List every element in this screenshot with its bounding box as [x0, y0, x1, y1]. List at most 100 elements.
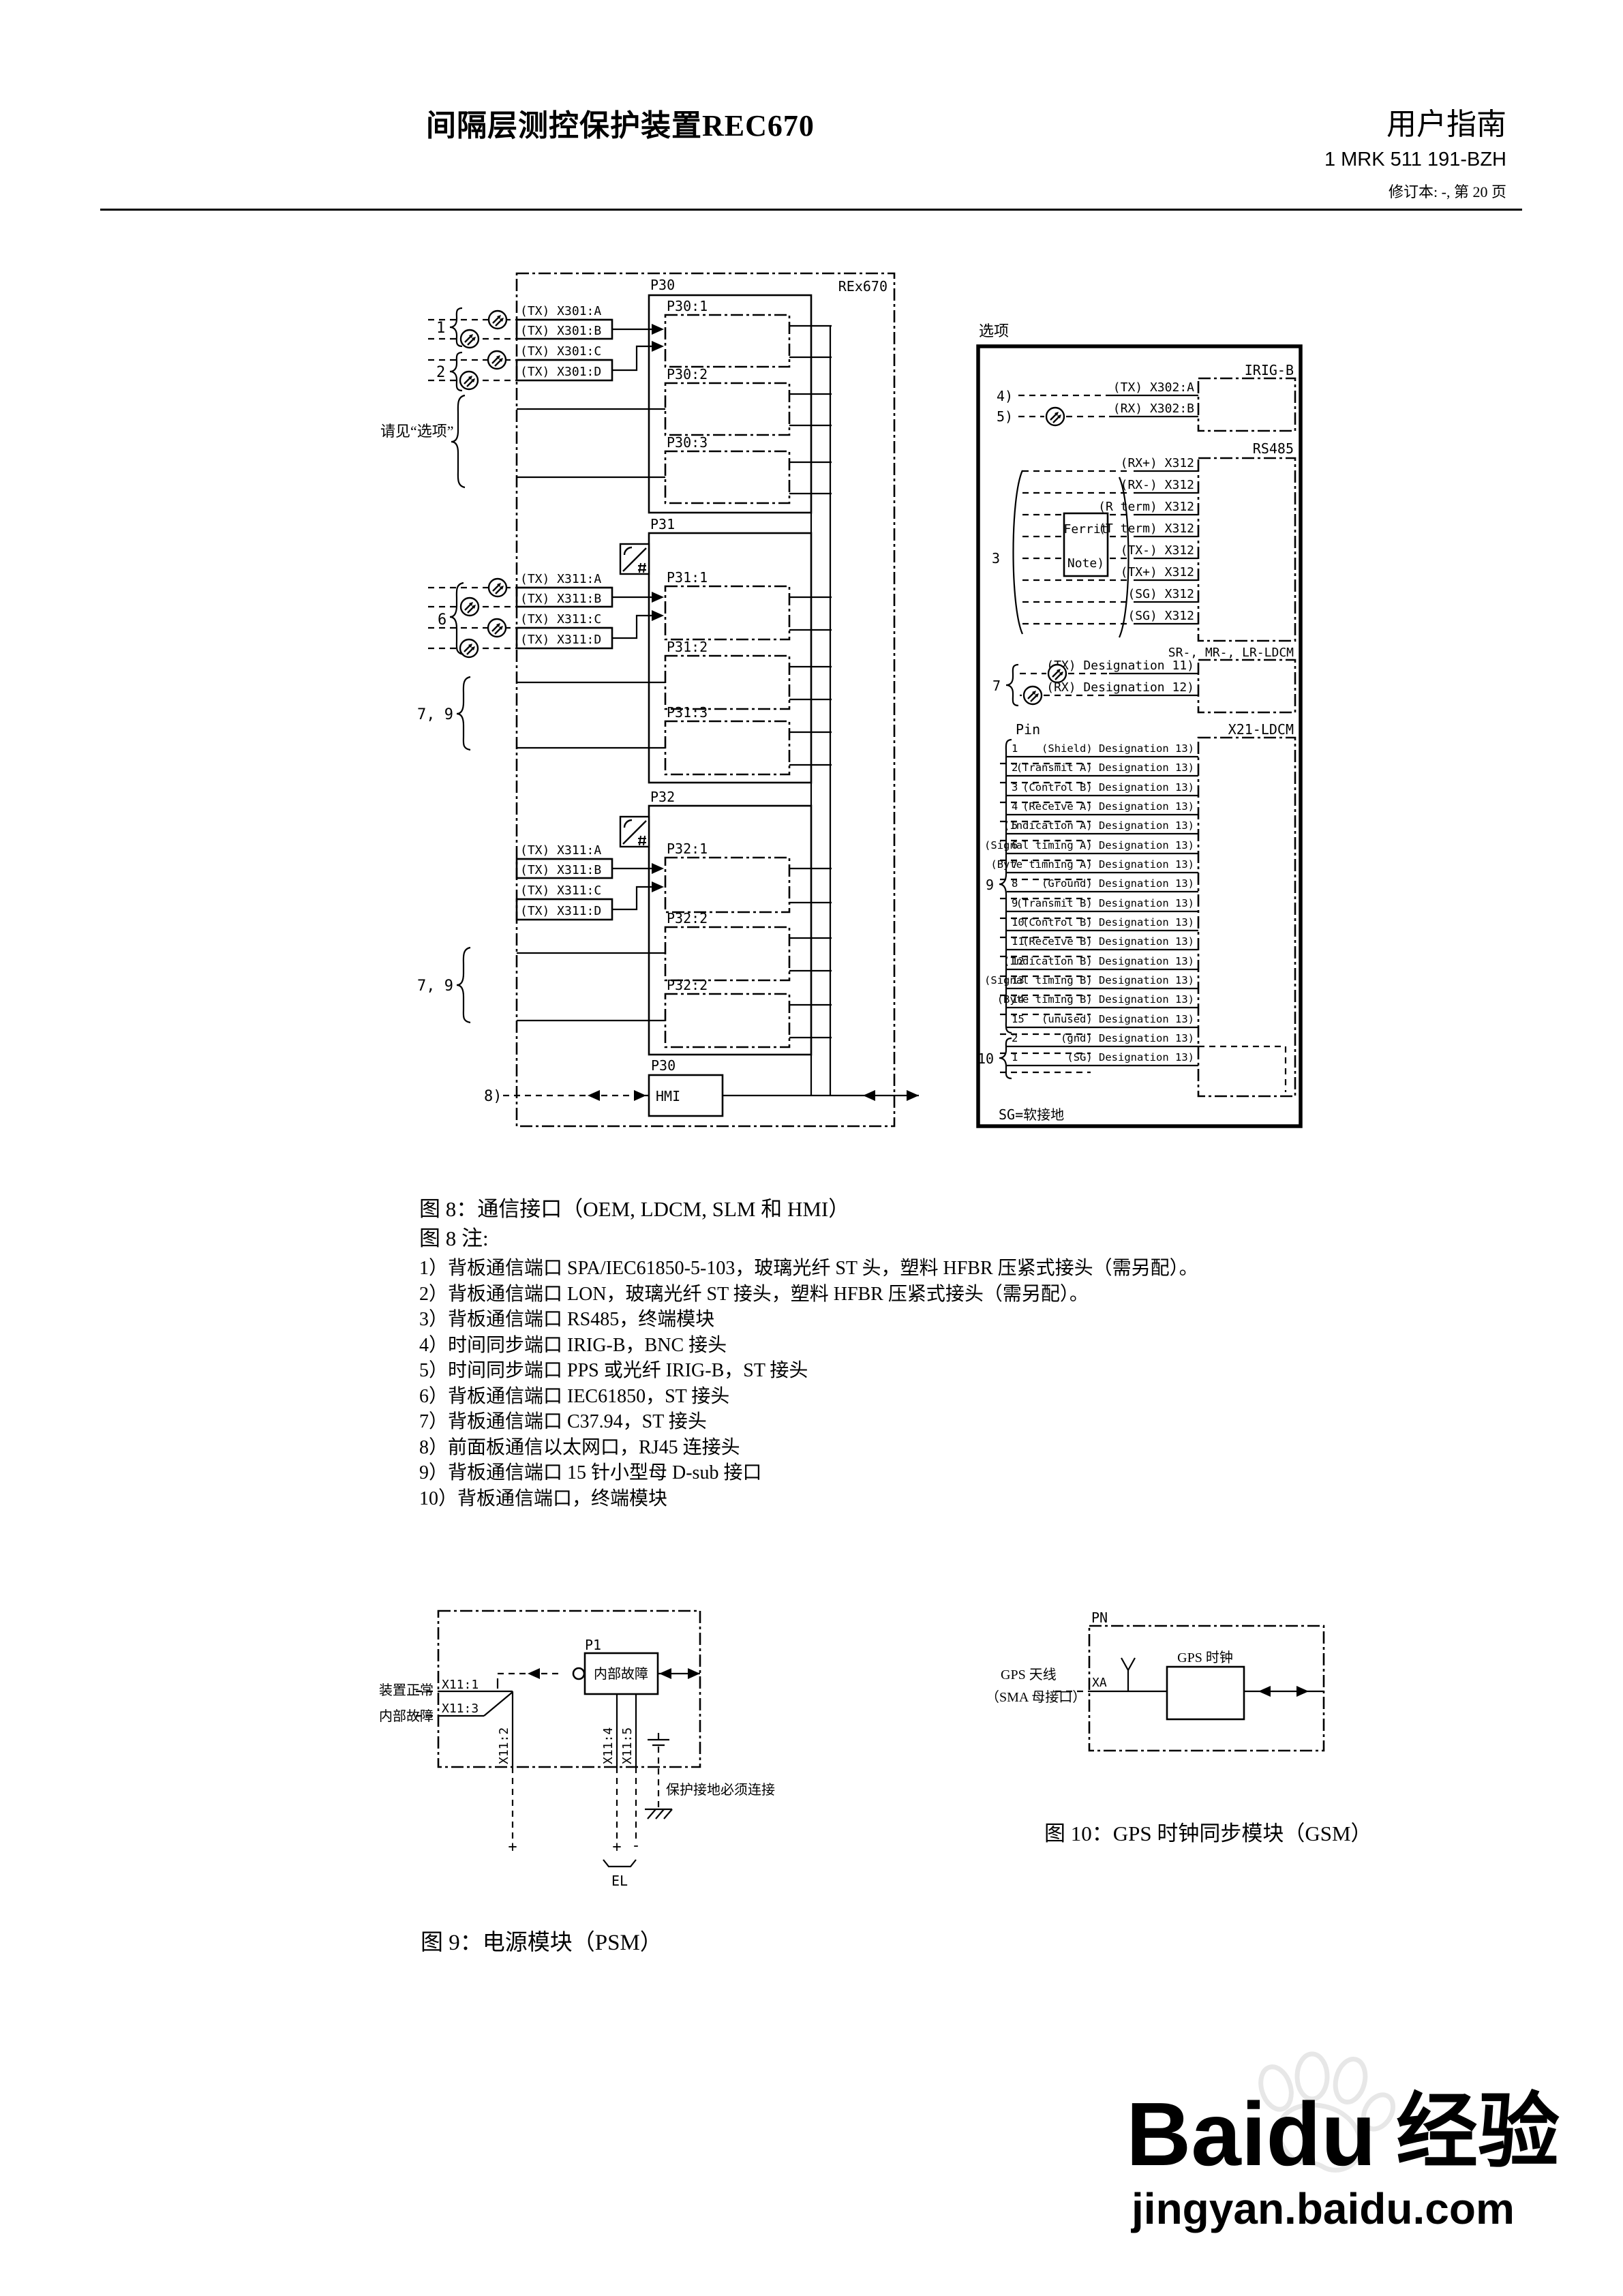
pin-number: 15: [1012, 1013, 1025, 1025]
pin-number: 13: [1012, 974, 1025, 986]
watermark-brand: Baidu: [1126, 2084, 1376, 2184]
figure8-caption: 图 8：通信接口（OEM, LDCM, SLM 和 HMI）: [419, 1197, 850, 1221]
doc-number: 1 MRK 511 191-BZH: [1324, 149, 1506, 170]
pin-label: (Ground) Designation 13): [1042, 877, 1194, 890]
terminal-label: XA: [1092, 1676, 1107, 1690]
tx-label: (TX) X311:B: [520, 592, 601, 606]
pin-number: 3: [1012, 781, 1018, 794]
polarity: +: [508, 1839, 517, 1856]
terminal-label: X11:2: [497, 1727, 511, 1764]
tx-label: (TX) X311:A: [520, 572, 601, 586]
note-item: 4）时间同步端口 IRIG-B，BNC 接头: [419, 1335, 727, 1356]
earth-symbol: [645, 1733, 673, 1819]
ref-number: 9: [986, 877, 994, 893]
pin-label: (Transmit A) Designation 13): [1016, 761, 1194, 774]
p30-2-box: [664, 382, 791, 436]
switch-contact: [483, 1691, 513, 1717]
cable-bracket-left: [1012, 470, 1024, 635]
brace-2: [449, 351, 463, 392]
brace-7-9: [456, 946, 471, 1024]
signal-label: (RX) X302:B: [1113, 402, 1194, 416]
note-item: 2）背板通信端口 LON，玻璃光纤 ST 接头，塑料 HFBR 压紧式接头（需另…: [419, 1284, 1089, 1305]
pin-number: 12: [1012, 955, 1025, 967]
port-label: P30:2: [667, 366, 708, 382]
pin-label: (unused) Designation 13): [1042, 1013, 1194, 1025]
watermark-url: jingyan.baidu.com: [1131, 2184, 1515, 2233]
pin-label: (Byte timning A) Designation 13): [990, 858, 1194, 871]
optical-ethernet-icon: [619, 543, 650, 575]
note-item: 8）前面板通信以太网口，RJ45 连接头: [419, 1437, 740, 1458]
ref-number: 2: [436, 364, 445, 381]
signal-label: (TX-) X312: [1121, 543, 1194, 558]
figure8-device: REx670 P30 P30:1 P30:2 P30:3 P31 P31:1 P…: [380, 272, 919, 1128]
el-label: EL: [611, 1873, 628, 1889]
irigb-section: IRIG-B (TX) X302:A (RX) X302:B 4) 5): [997, 362, 1296, 432]
cable-bracket-right: [1118, 477, 1129, 638]
gsm-border: [1088, 1625, 1325, 1752]
watermark: Baidu 经验 jingyan.baidu.com: [1126, 2051, 1560, 2233]
doc-revision: 修订本: -, 第 20 页: [1389, 183, 1506, 200]
pin-number: 2: [1012, 761, 1018, 774]
module-label: P32: [650, 789, 675, 805]
p31-module-box: [648, 532, 813, 784]
page-title: 间隔层测控保护装置REC670: [426, 109, 815, 142]
pin-label: (Receive B) Designation 13): [1022, 935, 1194, 948]
p1-text: 内部故障: [594, 1666, 648, 1682]
ferrit-note: Note): [1067, 556, 1104, 571]
pin-label: (Receive A) Designation 13): [1022, 800, 1194, 813]
signal-label: (R term) X312: [1098, 500, 1194, 514]
p32-1-box: [664, 856, 791, 913]
antenna-label: （SMA 母接口）: [986, 1689, 1086, 1705]
not-bubble: [572, 1667, 586, 1680]
ldcm-section: SR-, MR-, LR-LDCM (TX) Designation 11) (…: [992, 646, 1296, 714]
internal-fault-label: 内部故障: [379, 1708, 434, 1724]
polarity: +: [612, 1839, 621, 1856]
x21-box: [1197, 736, 1296, 1098]
ferrit-box: [1063, 512, 1109, 577]
pin-label: (gnd) Designation 13): [1061, 1032, 1194, 1044]
p32-module-box: [648, 804, 813, 1056]
pin-number: 10: [1012, 916, 1025, 928]
x21-section: Pin X21-LDCM 1(Shield) Designation 13) 2…: [977, 721, 1296, 1098]
x311-group-p31: (TX) X311:A (TX) X311:B (TX) X311:C (TX)…: [428, 572, 664, 659]
figure10-gsm: PN GPS 天线 （SMA 母接口） XA GPS 时钟: [986, 1610, 1325, 1752]
terminal-label: X11:3: [442, 1702, 479, 1716]
pin-number: 7: [1012, 858, 1018, 871]
figure10-caption: 图 10：GPS 时钟同步模块（GSM）: [1044, 1822, 1372, 1845]
section-label: X21-LDCM: [1228, 721, 1294, 738]
led-icon: [459, 370, 479, 391]
module-label: P30: [650, 277, 675, 293]
module-label: PN: [1091, 1610, 1108, 1626]
port-label: P32:1: [667, 841, 708, 857]
terminal-label: X11:5: [620, 1727, 635, 1764]
led-icon: [1047, 663, 1067, 684]
ferrit-label: Ferrit: [1063, 522, 1108, 537]
brace-1: [449, 307, 463, 348]
figure9-psm: 装置正常 内部故障 X11:1 X11:3 P1 内部故障 X11:2 + X1…: [379, 1610, 775, 1889]
hmi-block: P30 HMI 8): [484, 1057, 919, 1117]
led-icon: [459, 329, 480, 349]
el-bracket: [603, 1859, 637, 1868]
pin-label: (Transmit B) Designation 13): [1016, 897, 1194, 909]
pin-number: 11: [1012, 935, 1025, 948]
doc-type: 用户指南: [1386, 108, 1506, 141]
gps-clock-label: GPS 时钟: [1177, 1650, 1233, 1665]
signal-label: (RX-) X312: [1121, 478, 1194, 492]
figure8-notes-title: 图 8 注:: [419, 1226, 489, 1250]
pin-number: 8: [1012, 877, 1018, 890]
port-label: P31:3: [667, 704, 708, 721]
module-label: P31: [650, 516, 675, 532]
signal-label: (TX) Designation 11): [1046, 659, 1194, 673]
port-label: P32:2: [667, 910, 708, 926]
note-item: 3）背板通信端口 RS485，终端模块: [419, 1309, 715, 1330]
see-options-note: 请见“选项”: [380, 423, 454, 440]
p30-3-box: [664, 450, 791, 504]
pin-label: (Indication B) Designation 13): [1003, 955, 1194, 967]
section-label: SR-, MR-, LR-LDCM: [1168, 646, 1294, 660]
pin-number: 14: [1012, 993, 1025, 1006]
p32-2-box: [664, 926, 791, 982]
pin-number: 4: [1012, 800, 1018, 813]
note-item: 10）背板通信端口，终端模块: [419, 1488, 668, 1509]
hmi-label: HMI: [656, 1088, 680, 1104]
tx-label: (TX) X301:C: [520, 344, 601, 359]
